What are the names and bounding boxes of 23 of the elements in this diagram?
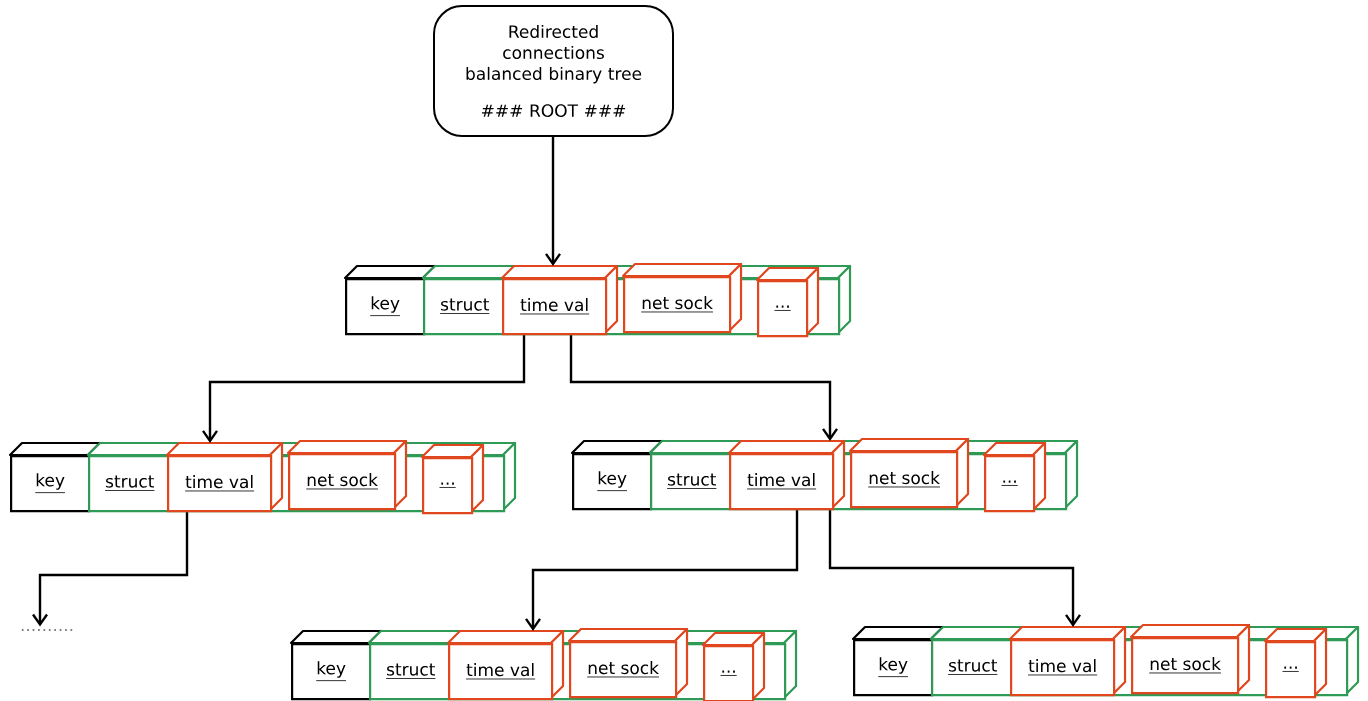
field-box: net sock [621, 262, 743, 334]
ellipsis-text: .......... [21, 628, 73, 632]
field-box: ... [1263, 627, 1328, 699]
root-box: Redirected connections balanced binary tree ### ROOT ### [433, 5, 674, 137]
field-box: time val [165, 441, 284, 513]
field-box: time val [727, 439, 846, 511]
field-box: ... [420, 443, 485, 515]
arrow [202, 335, 526, 443]
field-box: time val [500, 264, 619, 336]
arrow [545, 137, 561, 266]
field-box: ... [701, 631, 766, 701]
arrow [32, 512, 189, 627]
arrow [569, 335, 838, 441]
field-box: net sock [567, 627, 689, 699]
field-box: ... [982, 441, 1047, 513]
arrow [828, 510, 1081, 627]
arrow [525, 510, 799, 631]
field-box: net sock [286, 439, 408, 511]
field-box: ... [755, 266, 820, 338]
field-box: time val [1008, 625, 1127, 697]
field-box: net sock [848, 437, 970, 509]
field-box: net sock [1129, 623, 1251, 695]
field-box: time val [446, 629, 565, 701]
